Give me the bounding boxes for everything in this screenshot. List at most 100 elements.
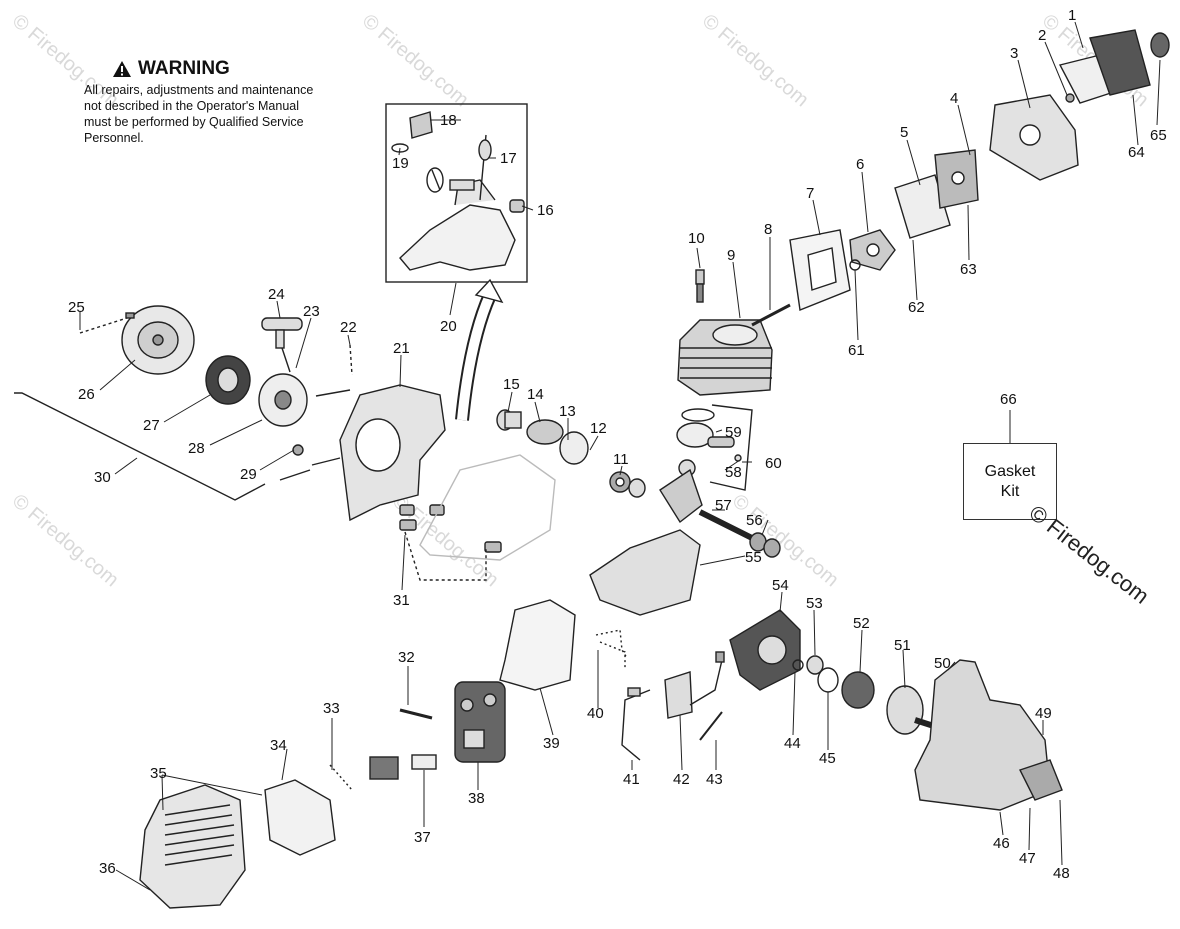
part-label-23: 23 bbox=[303, 303, 320, 320]
starter-handle-drawing bbox=[261, 317, 303, 373]
part-label-62: 62 bbox=[908, 299, 925, 316]
part-label-26: 26 bbox=[78, 386, 95, 403]
part-label-42: 42 bbox=[673, 771, 690, 788]
warning-title: WARNING bbox=[138, 58, 230, 79]
warning-heading: WARNING bbox=[112, 58, 314, 80]
fuel-tank-drawing bbox=[391, 111, 525, 271]
part-label-54: 54 bbox=[772, 577, 789, 594]
part-label-64: 64 bbox=[1128, 144, 1145, 161]
cover-outline bbox=[419, 454, 556, 561]
part-label-40: 40 bbox=[587, 705, 604, 722]
leader-lines bbox=[79, 21, 1161, 891]
part-label-27: 27 bbox=[143, 417, 160, 434]
knob-drawing bbox=[1150, 32, 1170, 58]
part-label-59: 59 bbox=[725, 424, 742, 441]
part-label-46: 46 bbox=[993, 835, 1010, 852]
part-label-2: 2 bbox=[1038, 27, 1046, 44]
part-label-17: 17 bbox=[500, 150, 517, 167]
cylinder-cover-drawing bbox=[139, 784, 246, 909]
part-label-43: 43 bbox=[706, 771, 723, 788]
part-label-55: 55 bbox=[745, 549, 762, 566]
part-label-4: 4 bbox=[950, 90, 958, 107]
part-label-11: 11 bbox=[613, 451, 629, 468]
part-label-53: 53 bbox=[806, 595, 823, 612]
part-label-9: 9 bbox=[727, 247, 735, 264]
part-label-28: 28 bbox=[188, 440, 205, 457]
part-label-51: 51 bbox=[894, 637, 911, 654]
bracket-60 bbox=[709, 404, 753, 491]
gasket-kit-box: Gasket Kit bbox=[963, 443, 1057, 520]
part-label-49: 49 bbox=[1035, 705, 1052, 722]
crankcase-drawing bbox=[589, 529, 701, 616]
fuel-tank-inset-box bbox=[385, 103, 528, 283]
part-label-21: 21 bbox=[393, 340, 410, 357]
part-label-8: 8 bbox=[764, 221, 772, 238]
part-label-66: 66 bbox=[1000, 391, 1017, 408]
part-label-25: 25 bbox=[68, 299, 85, 316]
part-label-47: 47 bbox=[1019, 850, 1036, 867]
part-label-18: 18 bbox=[440, 112, 457, 129]
part-label-29: 29 bbox=[240, 466, 257, 483]
part-label-1: 1 bbox=[1068, 7, 1076, 24]
warning-notice: WARNING All repairs, adjustments and mai… bbox=[84, 58, 314, 146]
muffler-drawing bbox=[454, 681, 506, 763]
ignition-module-drawing bbox=[621, 651, 725, 761]
part-label-38: 38 bbox=[468, 790, 485, 807]
part-label-22: 22 bbox=[340, 319, 357, 336]
part-labels: 1 2 3 4 5 6 7 8 9 10 11 12 13 14 15 16 1… bbox=[68, 7, 1167, 882]
part-label-37: 37 bbox=[414, 829, 431, 846]
part-label-32: 32 bbox=[398, 649, 415, 666]
part-label-41: 41 bbox=[623, 771, 640, 788]
part-label-58: 58 bbox=[725, 464, 742, 481]
part-label-10: 10 bbox=[688, 230, 705, 247]
part-label-48: 48 bbox=[1053, 865, 1070, 882]
part-label-30: 30 bbox=[94, 469, 111, 486]
part-label-6: 6 bbox=[856, 156, 864, 173]
warning-text: All repairs, adjustments and maintenance… bbox=[84, 83, 314, 145]
cylinder-shield-drawing bbox=[264, 779, 336, 856]
starter-housing-drawing bbox=[121, 305, 195, 375]
part-label-57: 57 bbox=[715, 497, 732, 514]
part-label-20: 20 bbox=[440, 318, 457, 335]
bracket-30 bbox=[14, 392, 266, 501]
part-label-44: 44 bbox=[784, 735, 801, 752]
part-label-7: 7 bbox=[806, 185, 814, 202]
part-label-35: 35 bbox=[150, 765, 167, 782]
part-label-56: 56 bbox=[746, 512, 763, 529]
part-label-3: 3 bbox=[1010, 45, 1018, 62]
part-label-52: 52 bbox=[853, 615, 870, 632]
clutch-parts-drawing bbox=[496, 409, 646, 498]
part-label-13: 13 bbox=[559, 403, 576, 420]
part-label-33: 33 bbox=[323, 700, 340, 717]
part-label-16: 16 bbox=[537, 202, 554, 219]
gasket-kit-label: Gasket Kit bbox=[984, 462, 1036, 500]
filter-housing-drawing bbox=[1089, 29, 1151, 96]
crankshaft-drawing bbox=[659, 459, 781, 558]
part-label-12: 12 bbox=[590, 420, 607, 437]
part-label-31: 31 bbox=[393, 592, 410, 609]
part-label-36: 36 bbox=[99, 860, 116, 877]
part-label-60: 60 bbox=[765, 455, 782, 472]
starter-spring-drawing bbox=[205, 355, 251, 405]
clutch-drawing bbox=[841, 671, 875, 709]
flywheel-drawing bbox=[729, 609, 801, 691]
part-label-65: 65 bbox=[1150, 127, 1167, 144]
part-label-34: 34 bbox=[270, 737, 287, 754]
part-label-19: 19 bbox=[392, 155, 409, 172]
cylinder-drawing bbox=[677, 319, 773, 396]
plate-drawing bbox=[369, 756, 399, 780]
part-label-39: 39 bbox=[543, 735, 560, 752]
part-label-24: 24 bbox=[268, 286, 285, 303]
muffler-gasket-drawing bbox=[499, 599, 576, 691]
pulley-drawing bbox=[258, 373, 308, 427]
part-label-15: 15 bbox=[503, 376, 520, 393]
part-label-14: 14 bbox=[527, 386, 544, 403]
part-label-45: 45 bbox=[819, 750, 836, 767]
warning-triangle-icon bbox=[113, 61, 131, 77]
engine-housing-drawing bbox=[339, 384, 502, 553]
part-label-5: 5 bbox=[900, 124, 908, 141]
carburetor-drawing bbox=[849, 149, 979, 271]
part-label-63: 63 bbox=[960, 261, 977, 278]
